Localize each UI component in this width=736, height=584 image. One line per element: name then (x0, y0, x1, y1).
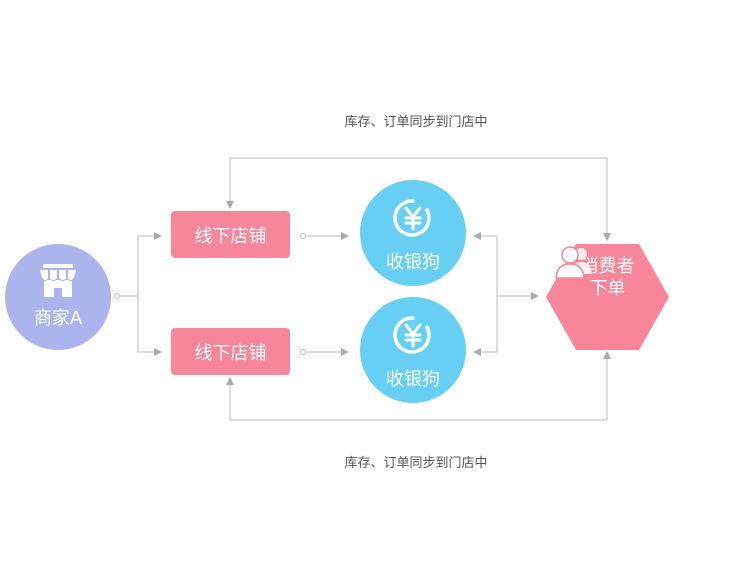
merchant-node[interactable]: 商家A (5, 244, 111, 350)
yen-coin-icon (391, 313, 435, 361)
store-bottom-node[interactable]: 线下店铺 (171, 328, 290, 375)
cashier-bottom-label: 收银狗 (386, 369, 440, 390)
bottom-sync-label: 库存、订单同步到门店中 (344, 456, 488, 471)
storefront-icon (39, 264, 77, 302)
merchant-connector-dot (114, 293, 120, 299)
edge-junction-to-cashier-top (473, 232, 498, 296)
store-top-node[interactable]: 线下店铺 (171, 211, 290, 258)
cashier-bottom-node[interactable]: 收银狗 (360, 297, 466, 403)
yen-coin-icon (391, 196, 435, 244)
store-top-label: 线下店铺 (194, 225, 267, 247)
edge-sync-top (229, 157, 611, 241)
edge-junction-to-cashier-bottom (473, 296, 498, 356)
cashier-top-label: 收银狗 (386, 252, 440, 273)
edge-merchant-to-store-top (120, 232, 162, 297)
consumer-label-line1: 消费者 (580, 256, 635, 277)
store-bottom-connector-dot (300, 349, 306, 355)
consumer-node[interactable]: 消费者 下单 (546, 244, 669, 350)
merchant-label: 商家A (33, 308, 83, 329)
cashier-top-node[interactable]: 收银狗 (360, 180, 466, 286)
edge-merchant-to-store-bottom (137, 296, 162, 356)
store-bottom-label: 线下店铺 (194, 342, 267, 364)
store-top-connector-dot (300, 233, 306, 239)
edge-sync-bottom (226, 352, 608, 421)
consumer-label-line2: 下单 (589, 278, 626, 299)
top-sync-label: 库存、订单同步到门店中 (344, 115, 488, 130)
